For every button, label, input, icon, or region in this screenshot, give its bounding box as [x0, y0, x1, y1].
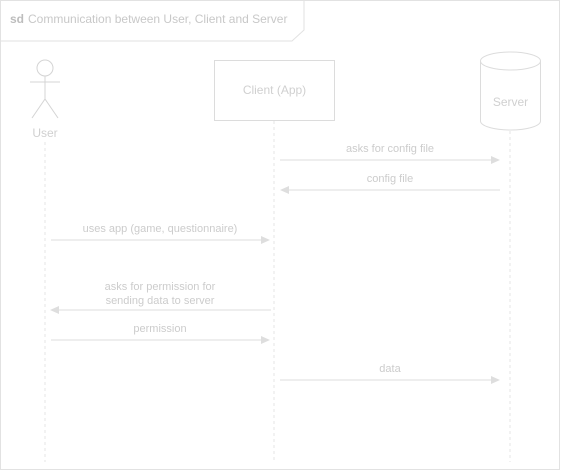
- arrowhead-icon: [491, 156, 500, 164]
- message-1: asks for config file: [280, 143, 500, 164]
- actor-right-leg: [44, 98, 59, 119]
- frame-keyword: sd: [10, 12, 24, 26]
- frame-title-text: Communication between User, Client and S…: [28, 12, 287, 26]
- arrowhead-icon: [491, 376, 500, 384]
- participant-label-user: User: [32, 126, 57, 140]
- frame-title: sd Communication between User, Client and…: [10, 12, 287, 26]
- message-label: asks for config file: [346, 143, 434, 155]
- message-3: uses app (game, questionnaire): [51, 223, 270, 244]
- frame-title-tab: [0, 0, 305, 42]
- message-4: asks for permission for sending data to …: [50, 281, 271, 314]
- participant-server: Server: [480, 51, 541, 131]
- participant-label-server: Server: [493, 95, 528, 109]
- message-label-line-1: asks for permission for: [105, 281, 216, 293]
- client-box: [214, 60, 335, 121]
- message-6: data: [280, 363, 500, 384]
- arrowhead-icon: [50, 306, 59, 314]
- arrowhead-icon: [261, 336, 270, 344]
- message-2: config file: [280, 173, 500, 194]
- participant-client: Client (App): [214, 60, 335, 121]
- database-top: [480, 51, 541, 71]
- participant-user: User: [30, 59, 60, 140]
- message-label: data: [379, 363, 401, 375]
- message-label-line-2: sending data to server: [106, 295, 215, 307]
- message-label: config file: [367, 173, 413, 185]
- database-body: [480, 61, 541, 131]
- arrowhead-icon: [261, 236, 270, 244]
- participant-label-client: Client (App): [243, 83, 306, 97]
- arrowhead-icon: [280, 186, 289, 194]
- message-label: permission: [133, 323, 186, 335]
- message-label: uses app (game, questionnaire): [83, 223, 238, 235]
- actor-left-leg: [31, 98, 46, 119]
- message-5: permission: [51, 323, 270, 344]
- messages-group: asks for config file config file uses ap…: [50, 143, 500, 384]
